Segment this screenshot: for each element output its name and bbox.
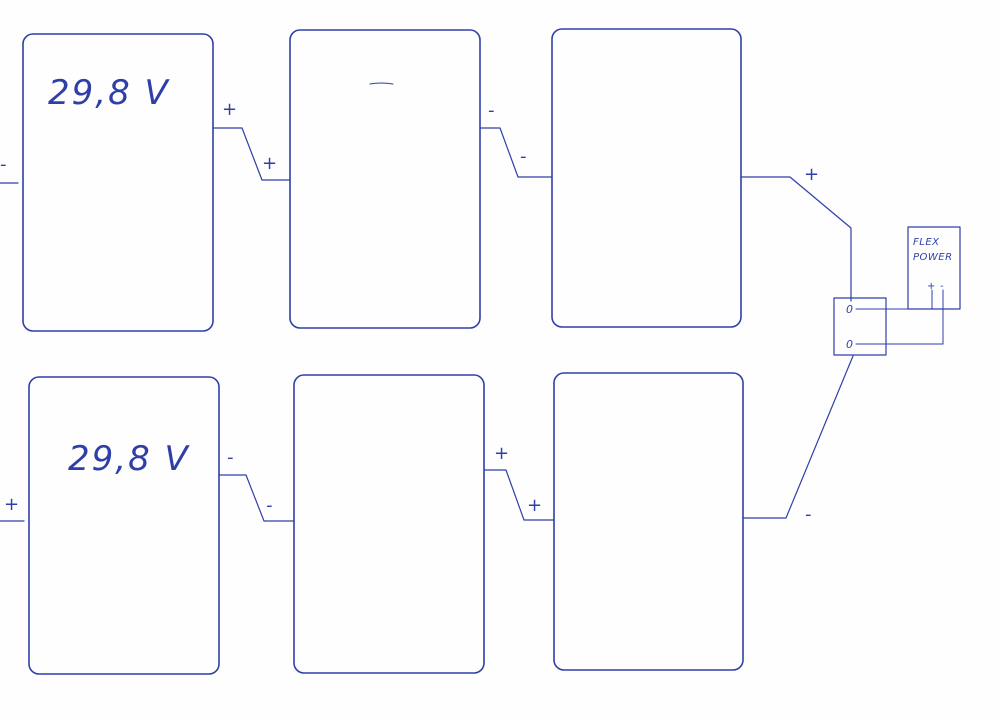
polarity-bottom-1-2-a: - xyxy=(227,447,234,468)
solar-panel-bottom-3 xyxy=(553,372,744,671)
polarity-top-2-3-a: - xyxy=(488,100,495,121)
wire-bottom-2-3 xyxy=(483,469,555,521)
solar-panel-top-3 xyxy=(551,28,742,328)
polarity-top-left-edge: - xyxy=(0,154,7,175)
wire-top-1-2 xyxy=(212,127,291,181)
polarity-bottom-2-3-b: + xyxy=(527,495,542,516)
polarity-bottom-1-2-b: - xyxy=(266,495,273,516)
polarity-bottom-output: - xyxy=(805,504,812,525)
flex-power-minus-label: - xyxy=(940,281,944,292)
flex-power-box xyxy=(907,226,961,310)
flex-power-label-line1: FLEX xyxy=(913,237,940,248)
solar-panel-top-1 xyxy=(22,33,214,332)
wire-top-output xyxy=(740,176,852,302)
solar-panel-top-2 xyxy=(289,29,481,329)
polarity-bottom-left-edge: + xyxy=(4,494,19,515)
polarity-top-1-2-b: + xyxy=(262,153,277,174)
polarity-top-output: + xyxy=(804,164,819,185)
flex-power-plus-label: + xyxy=(927,281,935,292)
panel-voltage-label-top: 29,8 V xyxy=(48,73,171,113)
terminal-bottom-symbol: 0 xyxy=(846,338,853,351)
polarity-bottom-2-3-a: + xyxy=(494,443,509,464)
polarity-top-2-3-b: - xyxy=(520,146,527,167)
terminal-top-symbol: 0 xyxy=(846,303,853,316)
wire-top-2-3 xyxy=(479,127,553,178)
solar-panel-bottom-2 xyxy=(293,374,485,674)
pen-mark xyxy=(369,82,394,85)
polarity-top-1-2-a: + xyxy=(222,99,237,120)
flex-power-label-line2: POWER xyxy=(913,252,953,263)
wire-bottom-1-2 xyxy=(218,474,295,522)
wire-bottom-output xyxy=(742,355,854,519)
panel-voltage-label-bottom: 29,8 V xyxy=(68,439,191,479)
solar-panel-bottom-1 xyxy=(28,376,220,675)
terminal-block xyxy=(833,297,887,356)
